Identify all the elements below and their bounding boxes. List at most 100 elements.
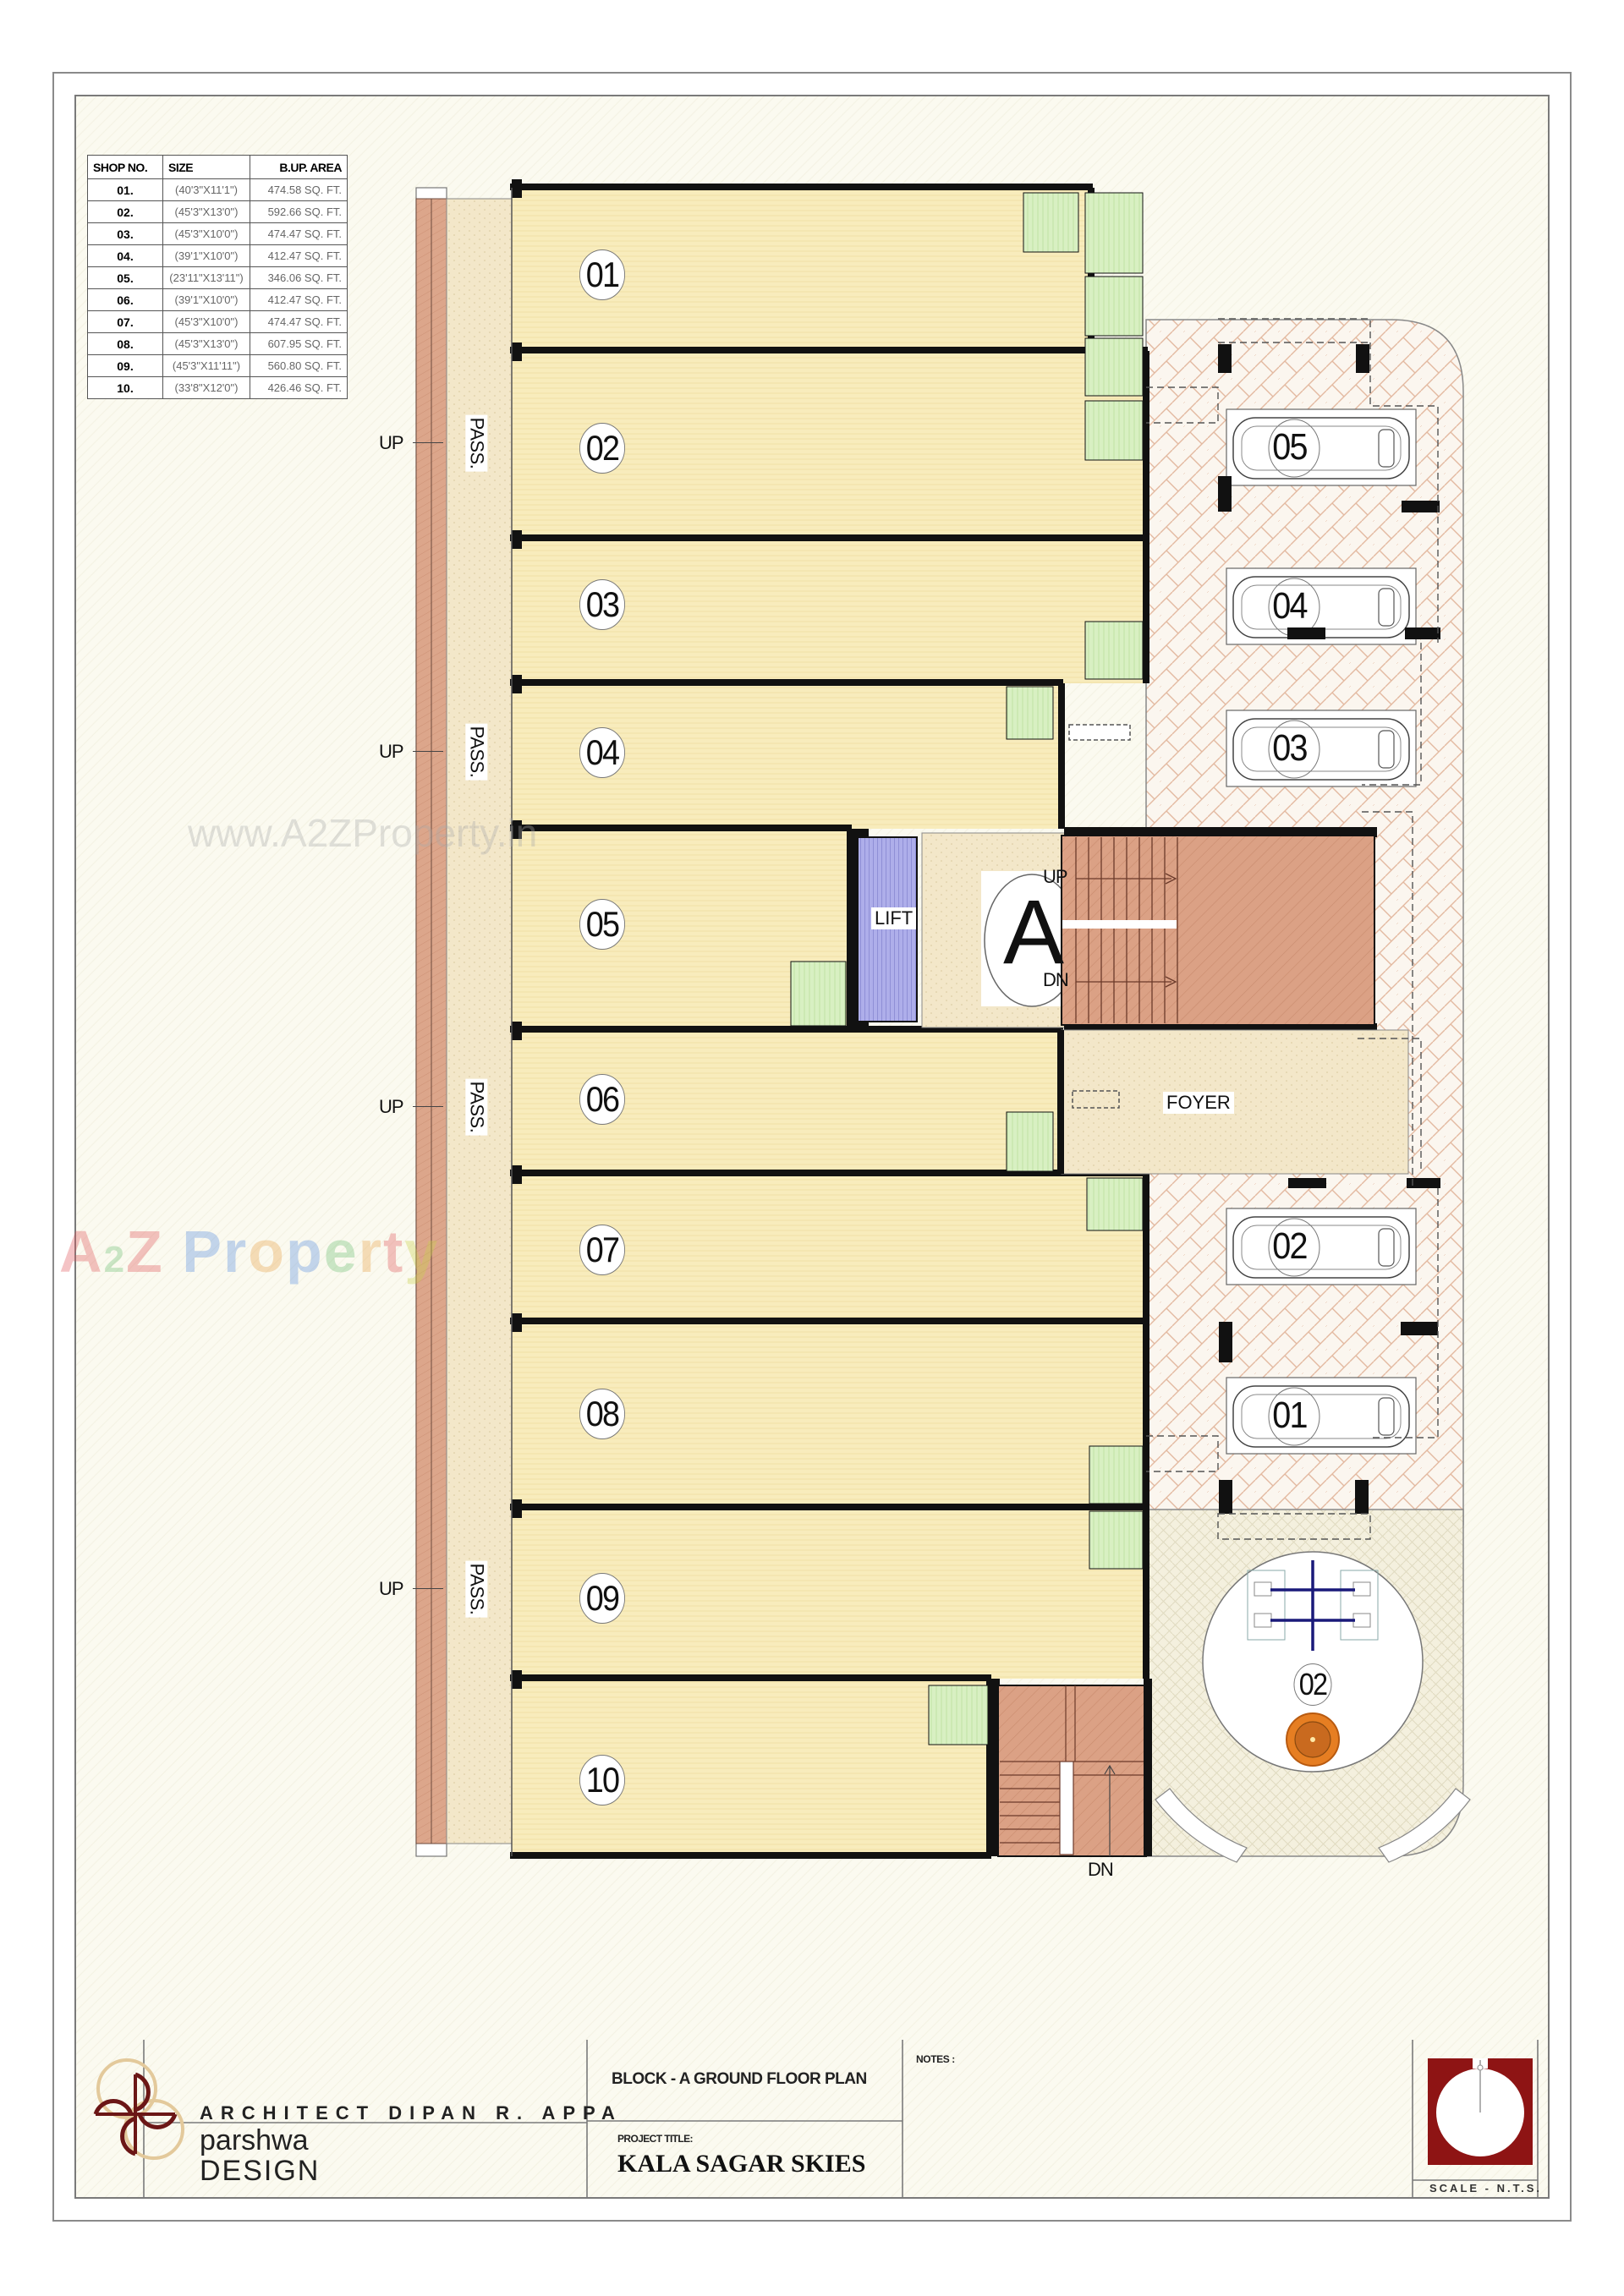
table-row: 03.(45'3"X10'0")474.47 SQ. FT. — [87, 222, 348, 245]
ramp-arrow-icon — [413, 1588, 443, 1589]
firm-logo-icon — [93, 2058, 184, 2160]
size-cell: (45'3"X13'0") — [162, 200, 250, 223]
watermark-letter: p — [285, 1219, 324, 1285]
foyer-area — [1061, 1029, 1409, 1175]
watermark-letter: r — [358, 1219, 383, 1285]
area-table-body: 01.(40'3"X11'1")474.58 SQ. FT.02.(45'3"X… — [87, 178, 348, 399]
watermark-letter: Z — [126, 1219, 164, 1285]
bench-right — [1378, 1788, 1471, 1863]
header-size: SIZE — [162, 155, 250, 179]
size-cell: (40'3"X11'1") — [162, 178, 250, 201]
parking-number: 05 — [1272, 426, 1308, 468]
scale-logo-icon — [1428, 2058, 1533, 2165]
area-cell: 474.47 SQ. FT. — [250, 310, 348, 333]
size-cell: (45'3"X10'0") — [162, 310, 250, 333]
shop-number-badge: 05 — [579, 899, 625, 950]
feature-circle — [1202, 1551, 1424, 1773]
project-title: KALA SAGAR SKIES — [617, 2150, 866, 2178]
watermark-letter: o — [248, 1219, 286, 1285]
foyer-label: FOYER — [1163, 1092, 1234, 1114]
area-cell: 474.47 SQ. FT. — [250, 222, 348, 245]
area-cell: 426.46 SQ. FT. — [250, 376, 348, 399]
table-row: 04.(39'1"X10'0")412.47 SQ. FT. — [87, 244, 348, 267]
scale-label: SCALE - N.T.S. — [1429, 2182, 1543, 2195]
car-icon — [1232, 1216, 1410, 1279]
area-schedule-table: SHOP NO. SIZE B.UP. AREA 01.(40'3"X11'1"… — [87, 155, 348, 399]
watermark-letter: r — [222, 1219, 249, 1285]
watermark-letter: 2 — [103, 1239, 127, 1280]
ramp-strip-1 — [415, 198, 432, 1844]
shop-number-cell: 02. — [87, 200, 163, 223]
shop-number-badge: 04 — [579, 727, 625, 778]
passage-label: PASS. — [465, 414, 488, 472]
shop-number-cell: 03. — [87, 222, 163, 245]
parking-columns — [1218, 344, 1440, 1514]
table-row: 08.(45'3"X13'0")607.95 SQ. FT. — [87, 332, 348, 355]
watermark-brand: A2Z Property — [59, 1218, 439, 1285]
passage-label: PASS. — [465, 1078, 488, 1136]
watermark-letter: t — [382, 1219, 405, 1285]
size-cell: (33'8"X12'0") — [162, 376, 250, 399]
car-icon — [1232, 718, 1410, 781]
firm-name-line2: DESIGN — [200, 2155, 321, 2187]
ramp-arrow-icon — [413, 751, 443, 752]
watermark-letter: P — [182, 1219, 223, 1285]
block-marker-letter: A — [1003, 880, 1065, 983]
parking-number: 01 — [1272, 1395, 1308, 1436]
area-cell: 346.06 SQ. FT. — [250, 266, 348, 289]
ramp-arrow-icon — [413, 442, 443, 443]
parking-number: 04 — [1272, 585, 1308, 627]
watermark-letter: e — [323, 1219, 359, 1285]
watermark-letter: A — [59, 1219, 104, 1285]
foyer-door-swing — [1072, 1090, 1120, 1109]
ramp-up-label: UP — [379, 432, 404, 453]
table-row: 05.(23'11"X13'11")346.06 SQ. FT. — [87, 266, 348, 289]
shop-number-cell: 10. — [87, 376, 163, 399]
rear-stair-down-label: DN — [1088, 1859, 1114, 1880]
shop-number-badge: 03 — [579, 579, 625, 630]
drawing-title: BLOCK - A GROUND FLOOR PLAN — [612, 2070, 867, 2088]
seating-icon — [1247, 1560, 1379, 1651]
parking-bays — [1226, 408, 1417, 1455]
stair-up-label: UP — [1043, 866, 1068, 887]
lift-shaft — [857, 836, 918, 1022]
parking-number: 02 — [1272, 1225, 1308, 1267]
shop-number-badge: 10 — [579, 1755, 625, 1806]
bench-left — [1155, 1788, 1248, 1863]
watermark-url: www.A2ZProperty.in — [188, 811, 538, 855]
passage-label: PASS. — [465, 1560, 488, 1618]
toilet-blocks — [790, 192, 1144, 1745]
parking-number: 03 — [1272, 727, 1308, 769]
car-icon — [1232, 417, 1410, 479]
ramp-up-label: UP — [379, 1578, 404, 1599]
table-row: 10.(33'8"X12'0")426.46 SQ. FT. — [87, 376, 348, 399]
main-staircase — [1061, 835, 1375, 1026]
area-cell: 412.47 SQ. FT. — [250, 244, 348, 267]
size-cell: (45'3"X11'11") — [162, 354, 250, 377]
table-row: 02.(45'3"X13'0")592.66 SQ. FT. — [87, 200, 348, 223]
shop-number-badge: 06 — [579, 1074, 625, 1125]
project-title-label: PROJECT TITLE: — [617, 2133, 694, 2145]
shop-number-badge: 01 — [579, 249, 625, 300]
notes-label: NOTES : — [916, 2053, 955, 2065]
shop-number-badge: 08 — [579, 1389, 625, 1439]
parking-dashed-outlines — [1146, 318, 1439, 1540]
side-door-swing — [1068, 724, 1131, 741]
shop-number-badge: 09 — [579, 1573, 625, 1624]
watermark-letter — [164, 1219, 182, 1285]
ramp-strip-2 — [431, 198, 447, 1844]
size-cell: (45'3"X13'0") — [162, 332, 250, 355]
ramp-up-label: UP — [379, 1096, 404, 1117]
ramp-up-label: UP — [379, 741, 404, 762]
car-icon — [1232, 1385, 1410, 1448]
shop-number-badge: 07 — [579, 1225, 625, 1275]
stair-down-label: DN — [1043, 969, 1069, 990]
shop-number-cell: 05. — [87, 266, 163, 289]
architect-name: ARCHITECT DIPAN R. APPA — [200, 2102, 623, 2123]
feature-number-badge: 02 — [1293, 1663, 1332, 1706]
area-cell: 474.58 SQ. FT. — [250, 178, 348, 201]
lift-label: LIFT — [871, 907, 917, 929]
size-cell: (39'1"X10'0") — [162, 288, 250, 311]
